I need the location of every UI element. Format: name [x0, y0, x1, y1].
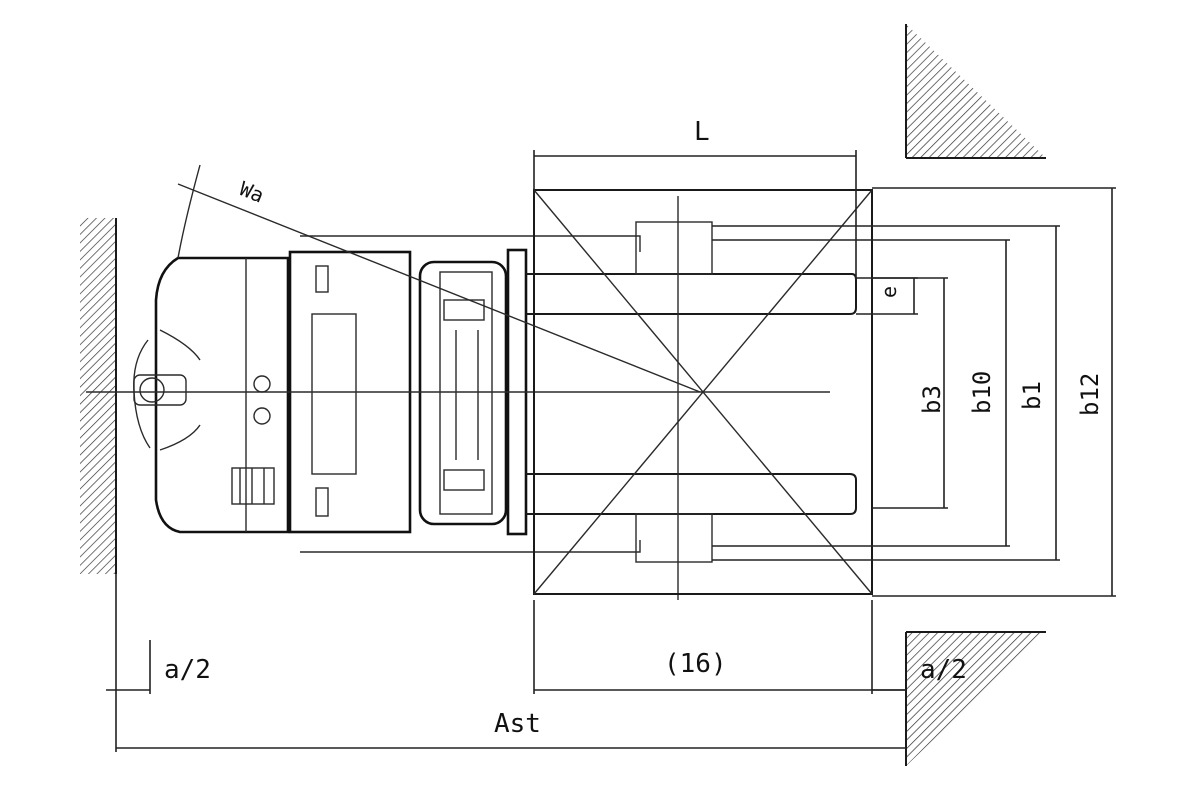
label-e: e — [877, 286, 901, 298]
label-L: L — [694, 117, 710, 147]
label-a2-left: a/2 — [164, 655, 211, 685]
label-Ast: Ast — [494, 709, 541, 739]
wa-radius-line — [177, 183, 701, 393]
label-b3: b3 — [918, 385, 946, 414]
left-wall — [80, 218, 117, 574]
dim-bottom — [106, 574, 906, 752]
dim-widths — [712, 187, 1116, 597]
label-b10: b10 — [968, 371, 996, 414]
load-pallet — [533, 189, 873, 595]
bottom-right-wall — [905, 631, 1046, 766]
top-right-wall — [905, 24, 1046, 159]
label-16: (16) — [664, 649, 727, 679]
truck-body — [133, 164, 857, 563]
dim-L — [533, 150, 857, 280]
label-b12: b12 — [1076, 373, 1104, 416]
label-Wa: Wa — [236, 176, 267, 207]
label-b1: b1 — [1018, 381, 1046, 410]
label-a2-right: a/2 — [920, 655, 967, 685]
